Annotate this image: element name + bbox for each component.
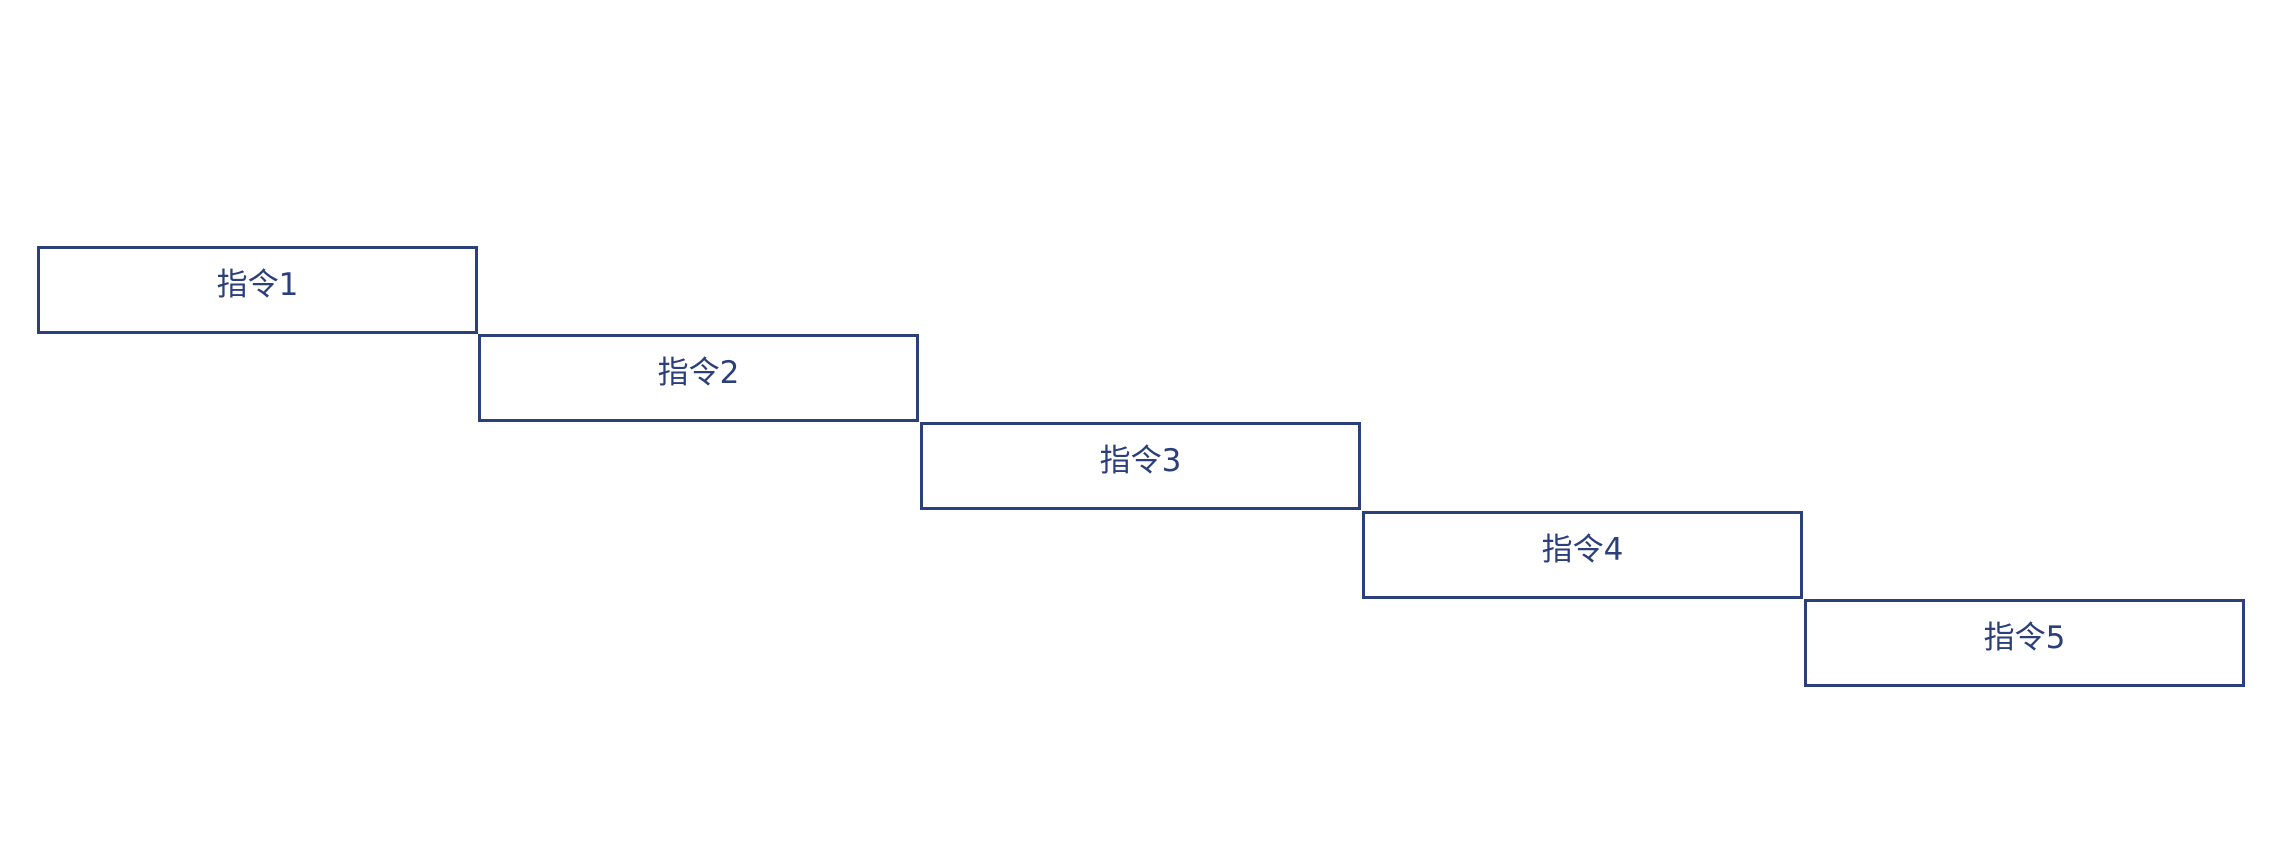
instruction-box-5: 指令5 (1804, 599, 2245, 687)
instruction-box-4: 指令4 (1362, 511, 1803, 599)
instruction-box-2: 指令2 (478, 334, 919, 422)
instruction-label: 指令5 (1983, 620, 2066, 656)
instruction-label: 指令2 (657, 355, 740, 391)
instruction-label: 指令1 (216, 267, 299, 303)
instruction-label: 指令3 (1099, 443, 1182, 479)
instruction-box-1: 指令1 (37, 246, 478, 334)
instruction-label: 指令4 (1541, 532, 1624, 568)
instruction-box-3: 指令3 (920, 422, 1361, 510)
